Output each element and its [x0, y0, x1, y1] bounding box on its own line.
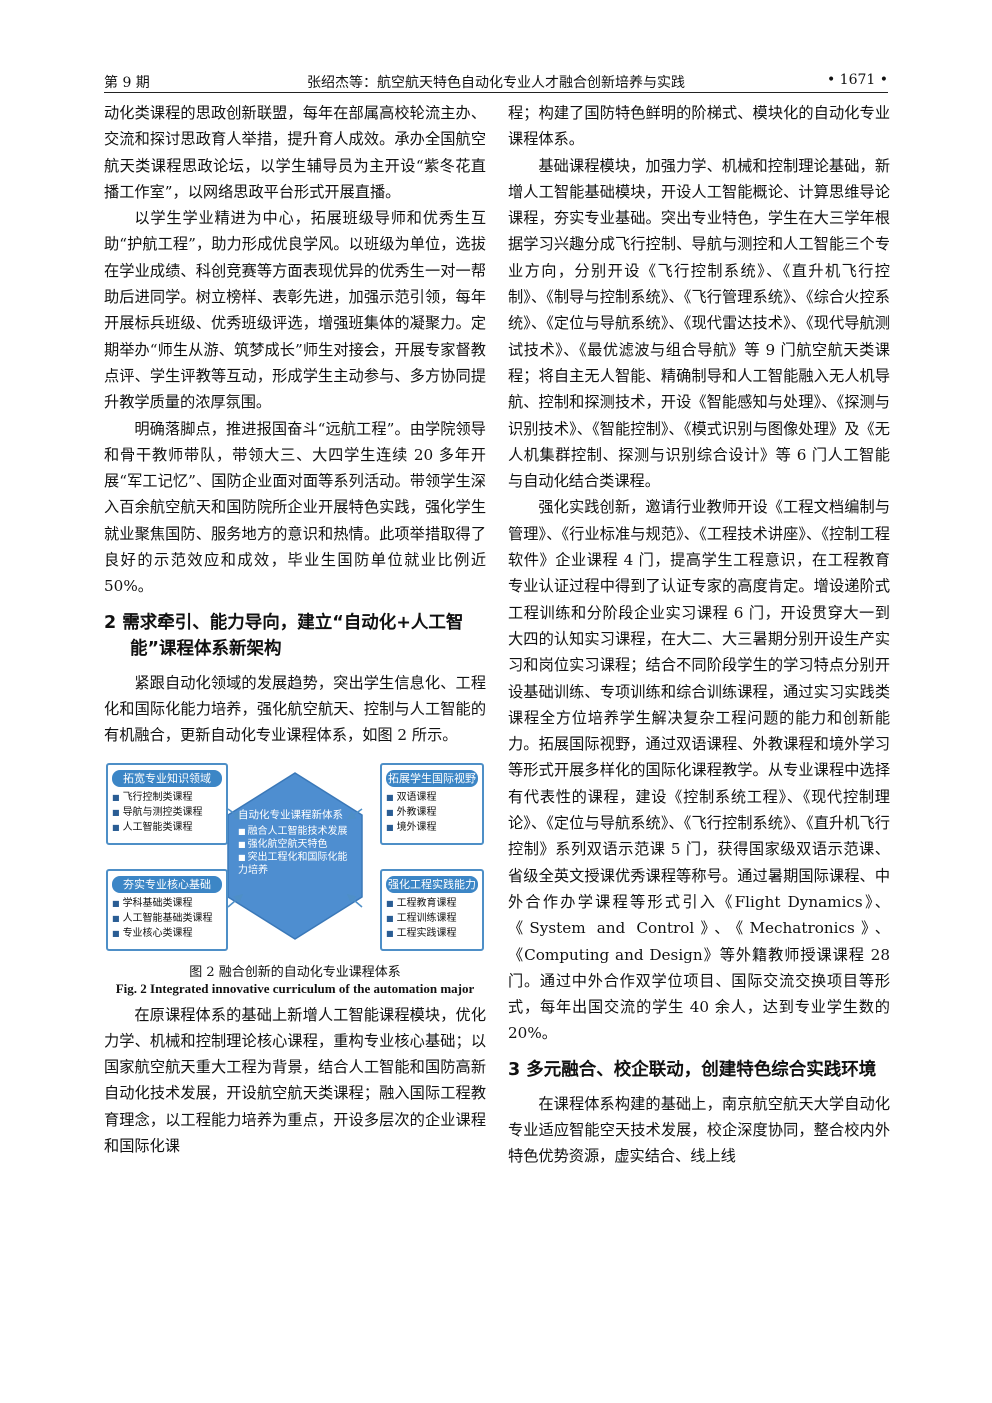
right-column: 程；构建了国防特色鲜明的阶梯式、模块化的自动化专业课程体系。 基础课程模块，加强…	[508, 100, 890, 1170]
list-item: 工程教育课程	[386, 896, 478, 911]
section-heading-2: 2 需求牵引、能力导向，建立“自动化+人工智能”课程体系新架构	[104, 612, 464, 659]
paragraph: 动化类课程的思政创新联盟，每年在部属高校轮流主办、交流和探讨思政育人举措，提升育…	[104, 104, 486, 201]
list-item: 人工智能基础类课程	[112, 911, 222, 926]
list-item: 导航与测控类课程	[112, 805, 222, 820]
curriculum-figure: 拓宽专业知识领域 飞行控制类课程 导航与测控类课程 人工智能类课程 拓展学生国际…	[104, 757, 486, 955]
box-core-foundation: 夯实专业核心基础 学科基础类课程 人工智能基础类课程 专业核心类课程	[106, 868, 228, 951]
list-item: 飞行控制类课程	[112, 790, 222, 805]
figure-caption: 图 2 融合创新的自动化专业课程体系 Fig. 2 Integrated inn…	[104, 965, 486, 996]
list-item: 融合人工智能技术发展	[238, 825, 356, 838]
list-item: 专业核心类课程	[112, 926, 222, 941]
page-number: • 1671 •	[826, 72, 888, 88]
arrow-br	[346, 893, 363, 908]
issue-number: 第 9 期	[104, 75, 150, 91]
list-item: 外教课程	[386, 805, 478, 820]
box-title: 拓宽专业知识领域	[112, 769, 222, 787]
left-column: 动化类课程的思政创新联盟，每年在部属高校轮流主办、交流和探讨思政育人举措，提升育…	[104, 100, 486, 1159]
paragraph: 紧跟自动化领域的发展趋势，突出学生信息化、工程化和国际化能力培养，强化航空航天、…	[104, 673, 486, 745]
center-title: 自动化专业课程新体系	[238, 808, 343, 821]
list-item: 学科基础类课程	[112, 896, 222, 911]
paragraph: 强化实践创新，邀请行业教师开设《工程文档编制与管理》、《行业标准与规范》、《工程…	[508, 498, 890, 1043]
running-header: 第 9 期 张绍杰等：航空航天特色自动化专业人才融合创新培养与实践 • 1671…	[104, 66, 888, 93]
paragraph: 在原课程体系的基础上新增人工智能课程模块，优化力学、机械和控制理论核心课程，重构…	[104, 1005, 486, 1156]
box-title: 拓展学生国际视野	[386, 769, 478, 787]
list-item: 双语课程	[386, 790, 478, 805]
arrow-tr	[346, 807, 363, 820]
paragraph: 以学生学业精进为中心，拓展班级导师和优秀生互助“护航工程”，助力形成优良学风。以…	[104, 209, 486, 412]
arrow-bl	[227, 893, 244, 908]
caption-english: Fig. 2 Integrated innovative curriculum …	[115, 980, 475, 996]
center-hexagon-content: 自动化专业课程新体系 融合人工智能技术发展 强化航空航天特色 突出工程化和国际化…	[238, 809, 356, 877]
box-title: 夯实专业核心基础	[112, 875, 222, 893]
box-title: 强化工程实践能力	[386, 875, 478, 893]
box-engineering-practice: 强化工程实践能力 工程教育课程 工程训练课程 工程实践课程	[380, 868, 484, 951]
list-item: 工程训练课程	[386, 911, 478, 926]
list-item: 人工智能类课程	[112, 820, 222, 835]
list-item: 突出工程化和国际化能力培养	[238, 851, 356, 877]
list-item: 境外课程	[386, 820, 478, 835]
box-broaden-knowledge: 拓宽专业知识领域 飞行控制类课程 导航与测控类课程 人工智能类课程	[106, 762, 228, 845]
list-item: 工程实践课程	[386, 926, 478, 941]
caption-chinese: 图 2 融合创新的自动化专业课程体系	[189, 964, 401, 980]
running-title: 张绍杰等：航空航天特色自动化专业人才融合创新培养与实践	[307, 75, 685, 91]
box-international-vision: 拓展学生国际视野 双语课程 外教课程 境外课程	[380, 762, 484, 845]
paragraph: 在课程体系构建的基础上，南京航空航天大学自动化专业适应智能空天技术发展，校企深度…	[508, 1094, 890, 1166]
arrow-tl	[227, 807, 244, 820]
paragraph: 基础课程模块，加强力学、机械和控制理论基础，新增人工智能基础模块，开设人工智能概…	[508, 156, 890, 491]
paragraph: 明确落脚点，推进报国奋斗“远航工程”。由学院领导和骨干教师带队，带领大三、大四学…	[104, 419, 486, 596]
section-heading-3: 3 多元融合、校企联动，创建特色综合实践环境	[508, 1059, 877, 1080]
paragraph: 程；构建了国防特色鲜明的阶梯式、模块化的自动化专业课程体系。	[508, 104, 890, 149]
list-item: 强化航空航天特色	[238, 838, 356, 851]
